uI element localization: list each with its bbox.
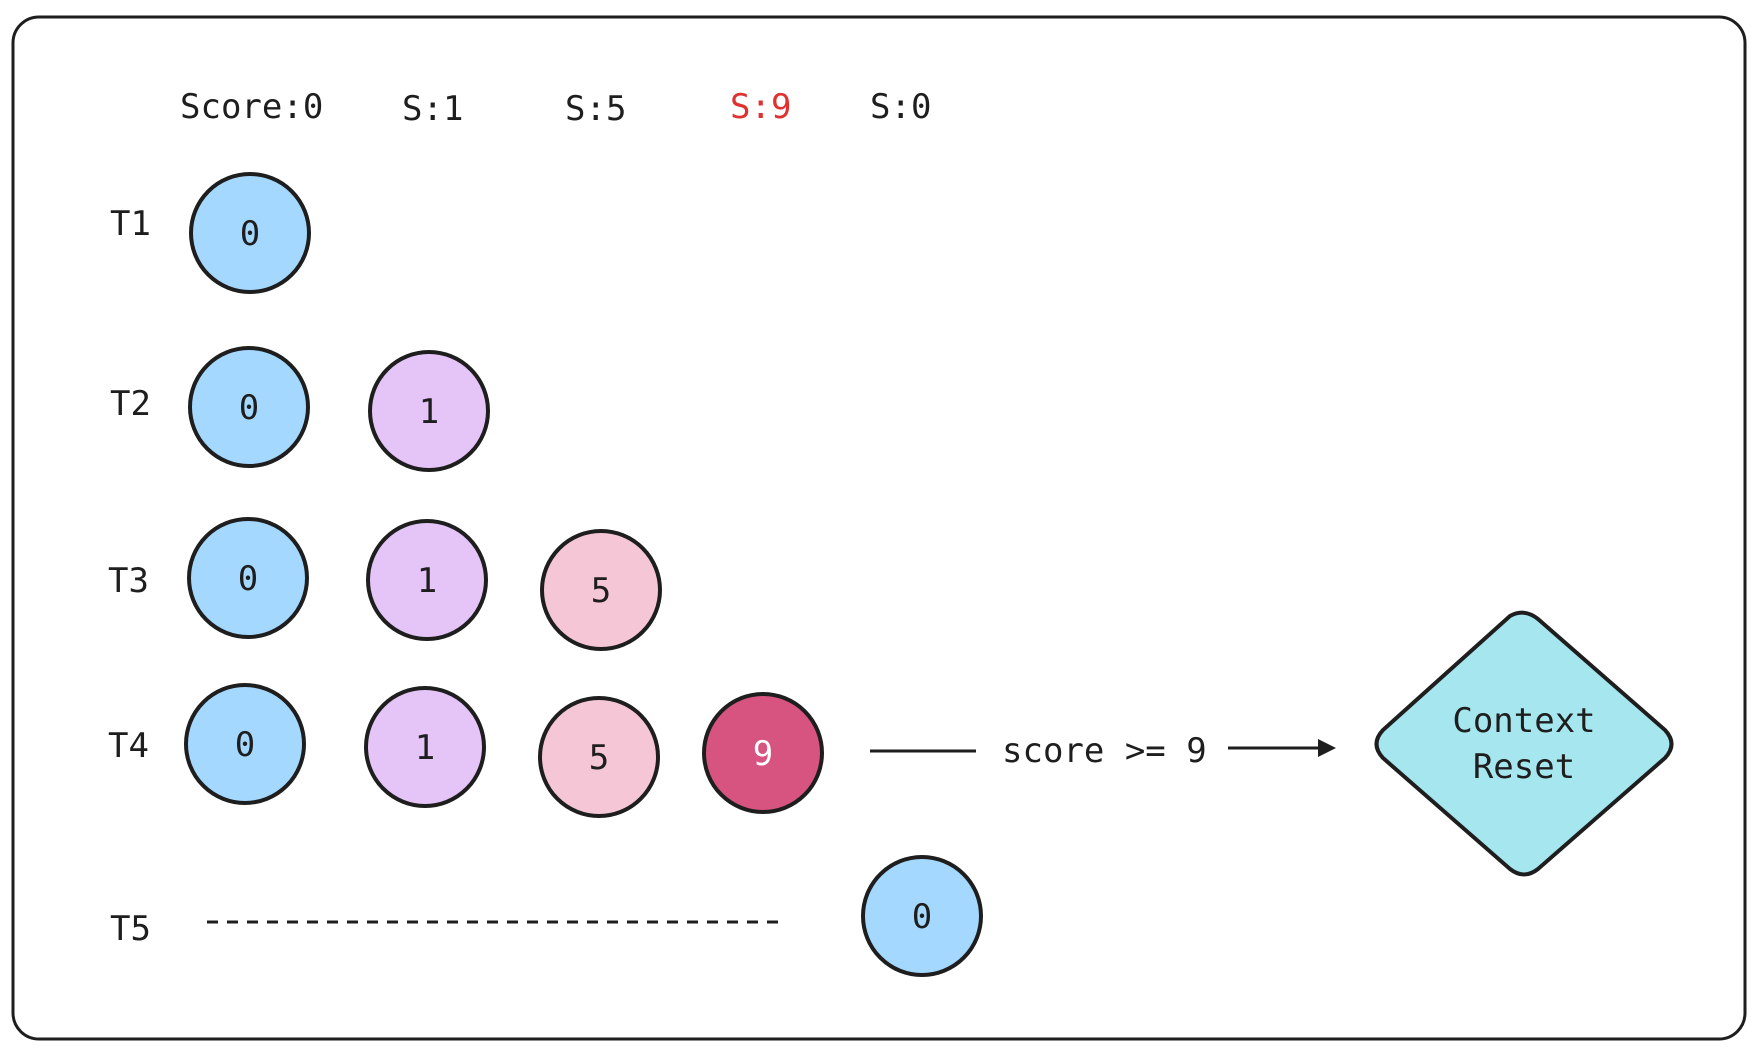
header-s-0-reset: S:0 [870, 87, 931, 127]
node-label: 9 [753, 734, 773, 774]
decision-line-2: Reset [1473, 747, 1575, 787]
node-t2-0 [188, 346, 310, 468]
node-t4-0 [184, 683, 306, 805]
node-t4-9 [702, 692, 824, 814]
node-t5-0 [861, 855, 983, 977]
row-label-t5: T5 [110, 909, 151, 949]
row-label-t4: T4 [108, 726, 149, 766]
node-label: 1 [419, 392, 439, 432]
row-label-t3: T3 [108, 561, 149, 601]
node-label: 0 [912, 897, 932, 937]
header-s-1: S:1 [402, 89, 463, 129]
node-label: 1 [415, 728, 435, 768]
node-t2-1 [368, 350, 490, 472]
node-label: 0 [235, 725, 255, 765]
node-t3-5 [540, 529, 662, 651]
node-t3-0 [187, 517, 309, 639]
node-t4-1 [364, 686, 486, 808]
node-t3-1 [366, 519, 488, 641]
node-label: 5 [589, 738, 609, 778]
header-score-0: Score:0 [180, 87, 323, 127]
node-t4-5 [538, 696, 660, 818]
node-label: 0 [240, 214, 260, 254]
row-label-t1: T1 [110, 204, 151, 244]
node-label: 5 [591, 571, 611, 611]
decision-line-1: Context [1452, 701, 1595, 741]
condition-label: score >= 9 [1002, 731, 1207, 771]
header-s-5: S:5 [565, 89, 626, 129]
header-s-9: S:9 [730, 87, 791, 127]
node-label: 0 [239, 388, 259, 428]
node-label: 1 [417, 561, 437, 601]
row-label-t2: T2 [110, 384, 151, 424]
arrow-head [1318, 739, 1336, 757]
context-reset-diamond [1374, 610, 1674, 877]
node-label: 0 [238, 559, 258, 599]
node-t1-0 [189, 172, 311, 294]
